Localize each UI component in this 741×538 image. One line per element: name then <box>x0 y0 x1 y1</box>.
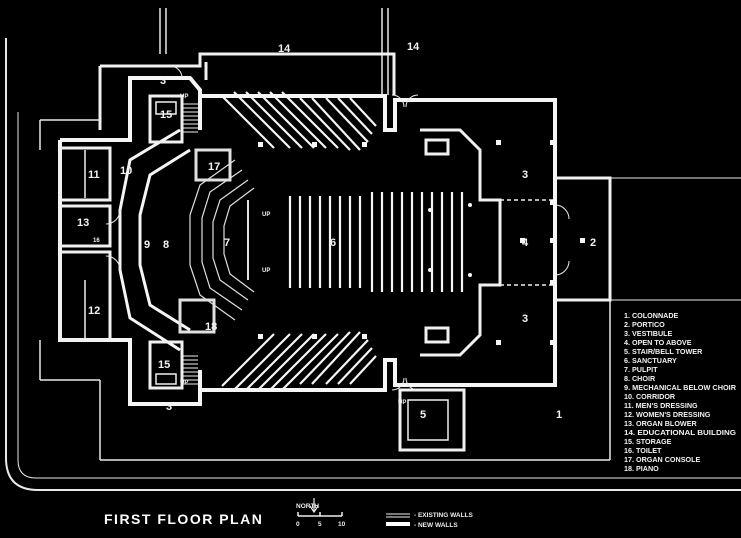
south-pews <box>221 331 377 391</box>
legend-item: 9. MECHANICAL BELOW CHOIR <box>624 383 737 392</box>
room-label-15b: 15 <box>158 359 170 371</box>
room-label-3c: 3 <box>522 313 528 325</box>
new-walls-label: - NEW WALLS <box>414 522 458 529</box>
scale-bar <box>297 512 343 517</box>
up-labels: UP UP UP UP UP <box>180 94 406 406</box>
legend-item: 14. EDUCATIONAL BUILDING <box>624 428 736 437</box>
room-legend: 1. COLONNADE 2. PORTICO 3. VESTIBULE 4. … <box>624 311 737 473</box>
narthex-walls <box>398 128 612 452</box>
educational-building-walls <box>98 52 396 130</box>
room-label-3d: 3 <box>166 401 172 413</box>
site-lines <box>5 8 741 491</box>
plan-title: FIRST FLOOR PLAN <box>104 511 263 527</box>
room-label-18: 18 <box>205 321 217 333</box>
room-label-3b: 3 <box>522 169 528 181</box>
room-label-6: 6 <box>330 237 336 249</box>
new-wall-swatch <box>386 522 410 526</box>
room-label-14a: 14 <box>278 43 291 55</box>
north-arrow-icon <box>309 498 319 514</box>
north-pews <box>221 91 377 151</box>
room-label-2: 2 <box>590 237 596 249</box>
legend-item: 2. PORTICO <box>624 320 665 329</box>
legend-item: 15. STORAGE <box>624 437 672 446</box>
room-label-17: 17 <box>208 161 220 173</box>
legend-item: 11. MEN'S DRESSING <box>624 401 698 410</box>
room-label-14b: 14 <box>407 41 420 53</box>
north-label: NORTH <box>296 503 319 510</box>
wall-key: - EXISTING WALLS - NEW WALLS <box>386 512 474 529</box>
legend-item: 7. PULPIT <box>624 365 658 374</box>
legend-item: 13. ORGAN BLOWER <box>624 419 697 428</box>
room-label-11: 11 <box>88 169 100 181</box>
up-label: UP <box>180 94 188 100</box>
room-label-4: 4 <box>522 237 529 249</box>
choir-tiers <box>178 148 255 334</box>
west-rooms <box>58 94 198 390</box>
legend-item: 1. COLONNADE <box>624 311 679 320</box>
legend-item: 8. CHOIR <box>624 374 656 383</box>
room-label-15a: 15 <box>160 109 172 121</box>
room-label-16: 16 <box>93 238 100 244</box>
legend-item: 5. STAIR/BELL TOWER <box>624 347 703 356</box>
legend-item: 6. SANCTUARY <box>624 356 677 365</box>
room-label-8: 8 <box>163 239 169 251</box>
room-label-9: 9 <box>144 239 150 251</box>
room-label-10: 10 <box>120 165 132 177</box>
scale-label: 5 <box>318 521 322 528</box>
legend-item: 3. VESTIBULE <box>624 329 673 338</box>
room-label-12: 12 <box>88 305 100 317</box>
legend-item: 10. CORRIDOR <box>624 392 676 401</box>
room-label-5: 5 <box>420 409 426 421</box>
scale-label: 0 <box>296 521 300 528</box>
door-swings <box>105 65 570 391</box>
scale-label: 10 <box>338 521 346 528</box>
legend-item: 16. TOILET <box>624 446 662 455</box>
existing-walls-label: - EXISTING WALLS <box>414 512 474 519</box>
up-label: UP <box>398 400 406 406</box>
legend-item: 17. ORGAN CONSOLE <box>624 455 700 464</box>
legend-item: 18. PIANO <box>624 464 659 473</box>
up-label: UP <box>262 212 270 218</box>
legend-item: 12. WOMEN'S DRESSING <box>624 410 711 419</box>
room-labels: 14 14 3 3 3 3 15 15 17 18 11 10 13 12 9 … <box>77 41 596 421</box>
room-label-13: 13 <box>77 217 89 229</box>
center-pews <box>288 192 464 292</box>
columns <box>258 140 585 345</box>
legend-item: 4. OPEN TO ABOVE <box>624 338 692 347</box>
room-label-3a: 3 <box>160 75 166 87</box>
main-building-walls <box>58 76 557 406</box>
up-label: UP <box>262 268 270 274</box>
room-label-1: 1 <box>556 409 562 421</box>
up-label: UP <box>180 380 188 386</box>
room-label-7: 7 <box>224 237 230 249</box>
